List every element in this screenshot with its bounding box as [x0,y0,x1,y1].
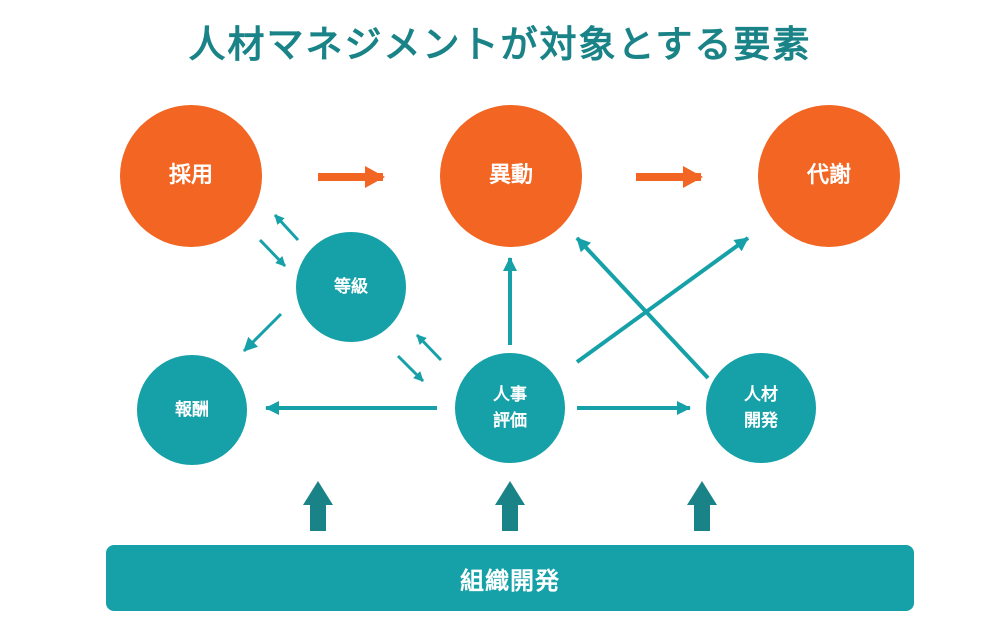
arrow-recruit-to-grade [258,238,287,268]
node-grade: 等級 [296,232,406,342]
arrow-development-to-transfer [575,236,710,380]
node-development: 人材 開発 [706,353,816,463]
node-evaluation: 人事 評価 [455,353,565,463]
arrow-grade-to-evaluation [396,354,425,383]
arrow-grade-to-recruit [273,213,300,242]
arrow-evaluation-to-metabolism [575,236,750,364]
org-development-bar: 組織開発 [106,545,914,611]
node-recruitment: 採用 [120,105,262,247]
node-transfer: 異動 [440,105,582,247]
node-compensation: 報酬 [137,355,247,465]
arrow-evaluation-to-grade [415,333,443,362]
node-metabolism: 代謝 [758,105,900,247]
block-arrow-to-evaluation [495,481,525,531]
block-arrow-to-compensation [303,481,333,531]
diagram-title: 人材マネジメントが対象とする要素 [188,23,812,66]
arrow-grade-to-compensation [242,312,283,353]
block-arrow-to-development [687,481,717,531]
